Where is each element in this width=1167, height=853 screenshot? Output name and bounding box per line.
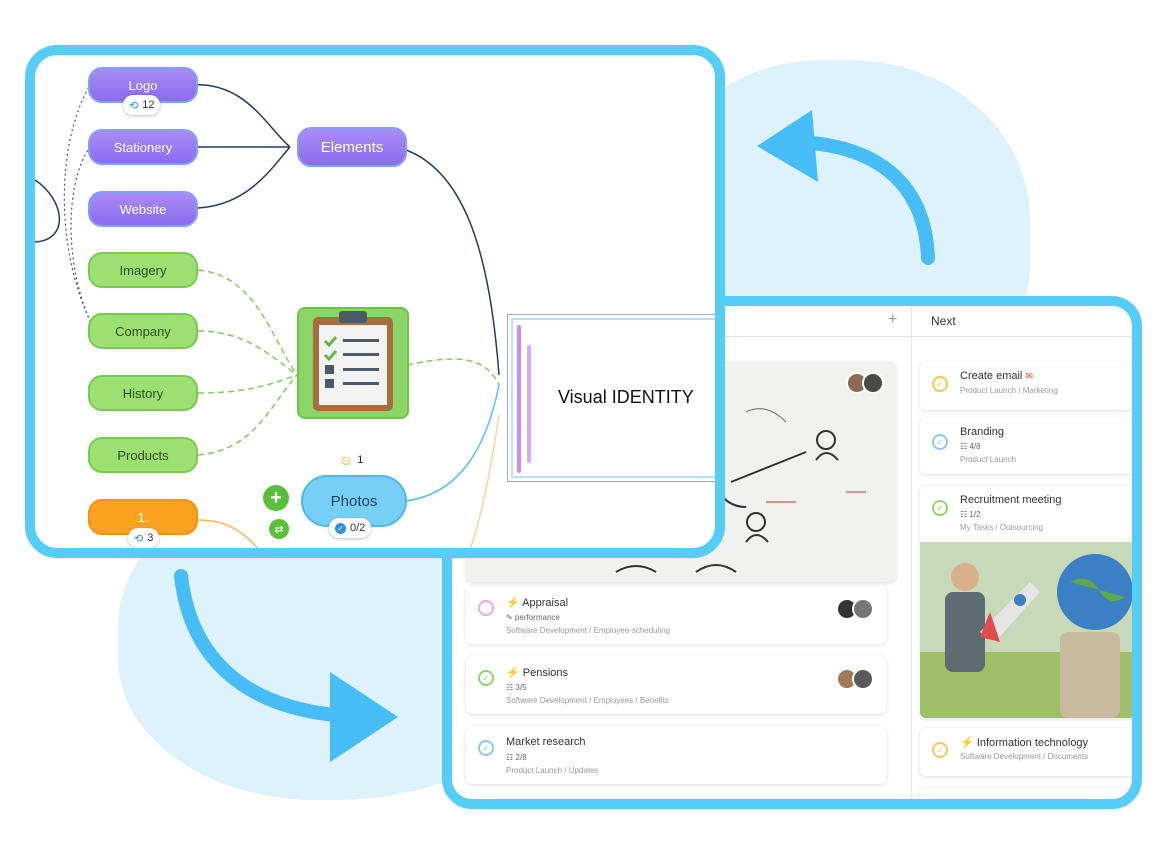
- priority-icon: ⚡: [960, 737, 974, 749]
- task-path: My Tasks / Outsourcing: [960, 523, 1043, 532]
- task-title-text: Create email: [960, 370, 1023, 382]
- emoji-reaction[interactable]: ☺ 1: [339, 452, 363, 468]
- assignee-avatars: [836, 598, 874, 620]
- node-history[interactable]: History: [88, 375, 198, 411]
- node-photos-label: Photos: [330, 492, 378, 510]
- clipboard-icon: [313, 311, 393, 411]
- ordered-sync-badge[interactable]: ⟲3: [128, 528, 160, 548]
- task-title-text: Information technology: [976, 737, 1089, 749]
- team-photo-image: [920, 542, 1132, 718]
- subtask-count-value: 4/8: [969, 442, 981, 451]
- task-path: Product Launch / Marketing: [960, 386, 1058, 395]
- subtask-count: ☷ 2/8: [506, 753, 527, 762]
- column-divider: [911, 306, 912, 799]
- task-title: Market research: [506, 736, 586, 748]
- link-icon: ⇄: [274, 523, 284, 536]
- priority-icon: ⚡: [506, 597, 520, 609]
- clipboard-node[interactable]: [297, 307, 409, 419]
- assignee-avatars: [836, 668, 874, 690]
- topic-inner-frame: [511, 318, 715, 478]
- subtask-count: ☷ 3/5: [506, 683, 527, 692]
- task-status-icon[interactable]: ✓: [932, 434, 948, 450]
- task-card-pensions[interactable]: ✓ ⚡ Pensions ☷ 3/5 Software Development …: [466, 656, 886, 714]
- task-status-icon[interactable]: ✓: [478, 670, 494, 686]
- node-company[interactable]: Company: [88, 313, 198, 349]
- task-status-icon[interactable]: ✓: [932, 500, 948, 516]
- logo-sync-badge[interactable]: ⟲12: [123, 95, 161, 115]
- topic-bar: [517, 325, 521, 473]
- add-column-button[interactable]: +: [888, 311, 898, 328]
- arrow-down-head-icon: [330, 672, 398, 762]
- arrow-up-head-icon: [757, 110, 818, 182]
- email-flag-icon: ✉: [1025, 371, 1033, 381]
- emoji-count: 1: [357, 454, 364, 466]
- central-topic-label: Visual IDENTITY: [558, 387, 694, 407]
- task-path: Software Development / Documents: [960, 752, 1089, 761]
- task-path: Software Development / Employees / Benef…: [506, 696, 669, 705]
- task-path: Software Development / Employee-scheduli…: [506, 626, 671, 635]
- task-title: ⚡ Appraisal: [506, 596, 568, 609]
- task-title: ⚡ Pensions: [506, 666, 568, 679]
- task-card-market-research[interactable]: ✓ Market research ☷ 2/8 Product Launch /…: [466, 726, 886, 784]
- link-node-button[interactable]: ⇄: [269, 519, 289, 539]
- node-stationery[interactable]: Stationery: [88, 129, 198, 165]
- smiley-icon: ☺: [339, 452, 354, 468]
- mind-map-connections: [35, 83, 500, 548]
- check-icon: ✓: [335, 522, 346, 534]
- task-status-icon[interactable]: [478, 600, 494, 616]
- task-title: Branding: [960, 426, 1005, 438]
- task-card-partial[interactable]: [920, 788, 1132, 799]
- task-status-icon[interactable]: ✓: [932, 376, 948, 392]
- subtask-count-value: 3/5: [515, 683, 527, 692]
- badge-count: 12: [142, 99, 155, 111]
- subtask-count-value: 2/8: [515, 753, 527, 762]
- avatar: [862, 372, 884, 394]
- mind-map-window: Logo ⟲12 Stationery Website Elements Ima…: [25, 45, 725, 558]
- task-title: ⚡ Information technology: [960, 736, 1088, 749]
- task-card-appraisal[interactable]: ⚡ Appraisal ✎ performance Software Devel…: [466, 586, 886, 644]
- next-column-title: Next: [931, 314, 956, 328]
- task-status-icon[interactable]: ✓: [478, 740, 494, 756]
- node-products[interactable]: Products: [88, 437, 198, 473]
- assignee-avatars: [846, 372, 884, 394]
- task-path: Product Launch / Updates: [506, 766, 599, 775]
- task-title: Create email ✉: [960, 370, 1033, 382]
- topic-bar: [527, 345, 531, 463]
- task-title: Recruitment meeting: [960, 494, 1062, 506]
- central-topic[interactable]: Visual IDENTITY: [507, 314, 715, 482]
- subtask-count-value: 1/2: [969, 510, 981, 519]
- board-header: [452, 306, 1132, 337]
- task-path: Product Launch: [960, 455, 1017, 464]
- arrow-down-curve: [174, 569, 342, 722]
- subtask-count: ☷ 1/2: [960, 510, 981, 519]
- add-node-button[interactable]: +: [263, 485, 289, 511]
- sync-icon: ⟲: [129, 99, 139, 112]
- task-card-branding[interactable]: ✓ Branding ☷ 4/8 Product Launch: [920, 418, 1132, 474]
- node-website[interactable]: Website: [88, 191, 198, 227]
- task-title-text: Appraisal: [522, 597, 569, 609]
- progress-value: 0/2: [350, 522, 366, 534]
- arrow-up-curve: [805, 136, 935, 265]
- badge-count: 3: [147, 532, 154, 544]
- task-card-recruitment-meeting[interactable]: ✓ Recruitment meeting ☷ 1/2 My Tasks / O…: [920, 486, 1132, 718]
- task-title-text: Pensions: [522, 667, 569, 679]
- avatar: [852, 598, 874, 620]
- avatar: [852, 668, 874, 690]
- node-imagery[interactable]: Imagery: [88, 252, 198, 288]
- task-card-information-technology[interactable]: ✓ ⚡ Information technology Software Deve…: [920, 728, 1132, 776]
- photos-progress-badge[interactable]: ✓ 0/2: [329, 518, 372, 538]
- task-card-create-email[interactable]: ✓ Create email ✉ Product Launch / Market…: [920, 362, 1132, 410]
- add-icon: +: [270, 486, 282, 509]
- task-tag: ✎ performance: [506, 613, 560, 622]
- sync-icon: ⟲: [134, 532, 144, 545]
- node-elements[interactable]: Elements: [297, 127, 407, 167]
- task-status-icon[interactable]: ✓: [932, 742, 948, 758]
- priority-icon: ⚡: [506, 667, 520, 679]
- subtask-count: ☷ 4/8: [960, 442, 981, 451]
